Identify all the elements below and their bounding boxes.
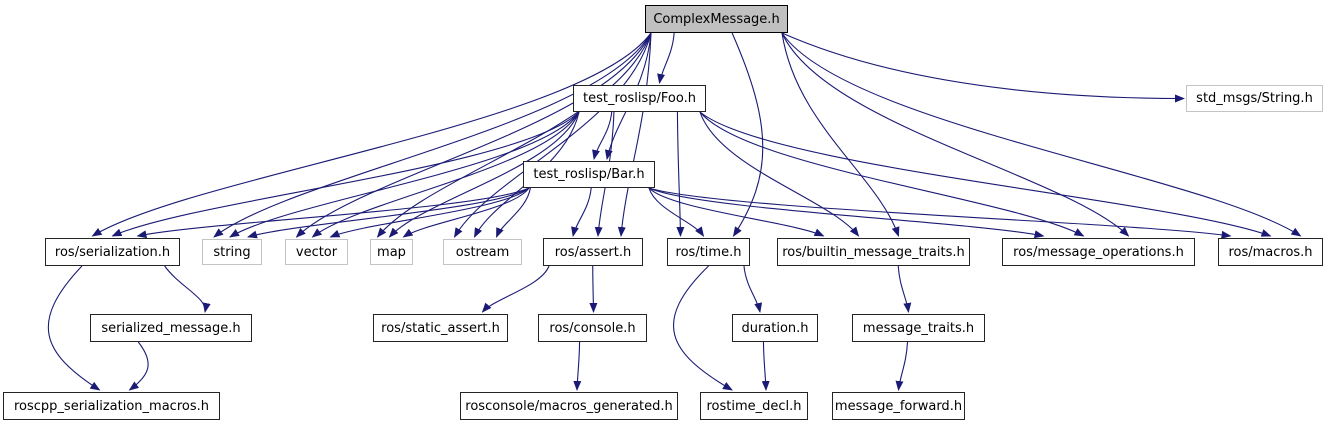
node-vector: vector	[285, 239, 348, 265]
node-console[interactable]: ros/console.h	[538, 314, 647, 342]
node-builtin[interactable]: ros/builtin_message_traits.h	[777, 238, 970, 266]
node-static_assert[interactable]: ros/static_assert.h	[373, 314, 508, 342]
edge-bar-builtin	[648, 187, 825, 237]
edge-bar-vector	[329, 187, 530, 238]
edge-foo-serialization	[111, 111, 580, 237]
node-message_traits[interactable]: message_traits.h	[852, 314, 985, 342]
edge-console-rosconsole_macros	[573, 341, 582, 391]
edge-foo-msgops	[699, 111, 1085, 237]
node-serialized_message[interactable]: serialized_message.h	[90, 314, 252, 342]
edge-complex-builtin	[781, 32, 900, 237]
edge-serialization-roscpp_macros	[47, 265, 101, 391]
node-duration[interactable]: duration.h	[732, 314, 818, 342]
edge-complex-assert	[617, 32, 652, 237]
node-foo[interactable]: test_roslisp/Foo.h	[573, 85, 706, 112]
edge-serialized_message-roscpp_macros	[128, 341, 149, 391]
node-bar[interactable]: test_roslisp/Bar.h	[523, 161, 655, 188]
edge-assert-console	[589, 265, 598, 313]
edge-bar-string	[247, 187, 530, 239]
node-macros[interactable]: ros/macros.h	[1218, 238, 1323, 266]
edge-bar-time	[648, 187, 705, 237]
node-ostream: ostream	[443, 239, 522, 265]
edge-complex-time	[731, 32, 764, 237]
edge-assert-static_assert	[481, 265, 550, 313]
edge-foo-macros	[699, 111, 1272, 237]
edge-bar-msgops	[648, 187, 1045, 239]
edge-bar-map	[402, 187, 530, 238]
edge-builtin-message_traits	[897, 265, 912, 313]
node-assert[interactable]: ros/assert.h	[543, 238, 643, 266]
node-roscpp_macros[interactable]: roscpp_serialization_macros.h	[3, 392, 220, 420]
node-complex: ComplexMessage.h	[645, 5, 788, 33]
edge-complex-stdstring	[781, 32, 1185, 103]
node-stdstring: std_msgs/String.h	[1186, 85, 1323, 112]
edge-foo-map	[388, 111, 580, 238]
edge-complex-foo	[657, 32, 675, 84]
node-string: string	[202, 239, 262, 265]
node-rosconsole_macros[interactable]: rosconsole/macros_generated.h	[460, 392, 678, 420]
edge-bar-assert	[571, 187, 592, 237]
node-time[interactable]: ros/time.h	[667, 238, 750, 266]
edge-complex-map	[376, 32, 652, 238]
edge-complex-vector	[295, 32, 652, 238]
node-rostime_decl[interactable]: rostime_decl.h	[700, 392, 808, 420]
edge-foo-builtin	[699, 111, 860, 237]
edge-foo-string	[229, 111, 580, 238]
node-serialization[interactable]: ros/serialization.h	[45, 238, 180, 266]
node-map: map	[370, 239, 413, 265]
edge-bar-macros	[648, 187, 1232, 239]
edge-duration-rostime_decl	[761, 341, 770, 391]
edge-foo-time	[676, 111, 685, 237]
edge-complex-string	[213, 32, 652, 238]
edge-time-duration	[743, 265, 763, 313]
edge-bar-serialization	[136, 187, 530, 239]
node-msgops[interactable]: ros/message_operations.h	[1002, 238, 1195, 266]
edge-time-rostime_decl	[672, 265, 733, 391]
node-message_forward[interactable]: message_forward.h	[832, 392, 965, 420]
edge-complex-serialization	[91, 32, 652, 237]
edge-foo-bar	[592, 111, 613, 160]
edge-complex-ostream	[453, 32, 652, 238]
edge-complex-msgops	[781, 32, 1130, 237]
edge-serialization-serialized_message	[164, 265, 211, 313]
edge-complex-macros	[781, 32, 1302, 237]
edge-message_traits-message_forward	[895, 341, 909, 391]
edge-bar-ostream	[495, 187, 531, 238]
